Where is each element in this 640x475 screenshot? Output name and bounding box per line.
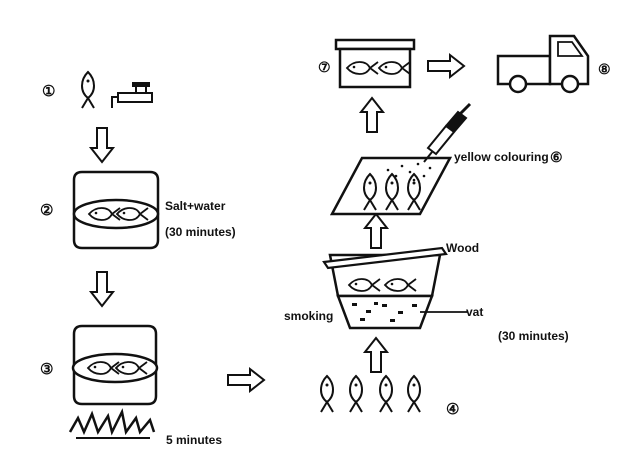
arrow-up-3 [360, 97, 384, 133]
cooking-tub [71, 324, 159, 406]
salt-water-tub [72, 170, 160, 250]
wood-label: Wood [446, 241, 479, 255]
fish-icon [320, 375, 334, 413]
salt-time-label: (30 minutes) [165, 225, 236, 239]
arrow-up-1 [364, 337, 388, 373]
salt-water-label: Salt+water [165, 199, 226, 213]
vat-time-label: (30 minutes) [498, 329, 569, 343]
arrow-up-2 [364, 213, 388, 249]
fish-icon [349, 375, 363, 413]
dropper-icon [423, 102, 472, 163]
heat-time-label: 5 minutes [166, 433, 222, 447]
step-6-number: ⑥ [550, 151, 563, 166]
step-2-number: ② [40, 203, 53, 219]
step-3-number: ③ [40, 362, 53, 378]
fish-row [320, 375, 421, 413]
truck-icon [496, 34, 590, 94]
arrow-right-1 [227, 368, 265, 392]
step-1-number: ① [42, 84, 55, 100]
tap-icon [111, 82, 153, 108]
arrow-down-1 [90, 127, 114, 163]
step-7-number: ⑦ [318, 61, 331, 76]
fish-icon [81, 71, 95, 109]
fish-icon [407, 375, 421, 413]
step-4-number: ④ [446, 402, 459, 418]
fire-icon [68, 408, 156, 439]
step-8-number: ⑧ [598, 63, 611, 78]
arrow-right-2 [427, 54, 465, 78]
wood-lid [322, 246, 448, 270]
packing-box [334, 38, 416, 89]
arrow-down-2 [90, 271, 114, 307]
fish-icon [379, 375, 393, 413]
vat-label: vat [466, 305, 483, 319]
smoking-label: smoking [284, 309, 333, 323]
yellow-colouring-label: yellow colouring [454, 150, 549, 164]
colouring-tray [329, 156, 453, 216]
